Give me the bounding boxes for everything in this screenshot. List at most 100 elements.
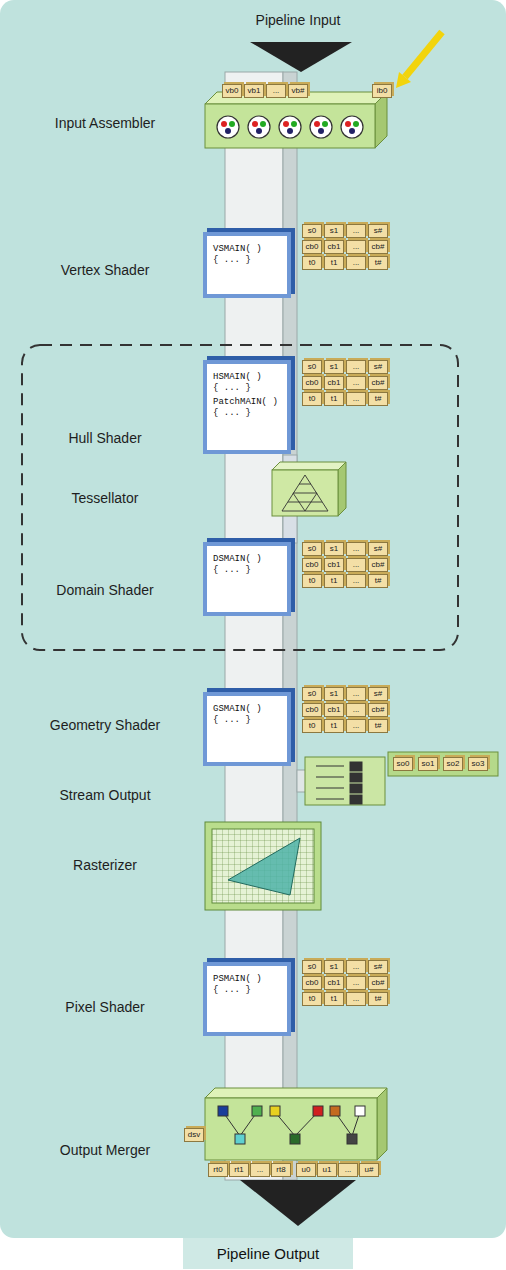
resource-slot: s# [368,542,388,556]
resource-slot: t0 [302,256,322,270]
slot-label: t0 [305,575,319,587]
resource-slot: cb# [368,976,388,990]
resource-slot: ... [346,392,366,406]
resource-slot: ib0 [372,84,392,98]
resource-slot: t# [368,256,388,270]
slot-label: ... [349,241,363,253]
shader-stage-box: GSMAIN( ) { ... } [203,692,291,766]
resource-slot: t# [368,719,388,733]
resource-slot: ... [250,1163,270,1177]
slot-label: s# [371,961,385,973]
resource-slot: t0 [302,992,322,1006]
resource-slot: cb# [368,376,388,390]
resource-slot: t1 [324,256,344,270]
output-arrow [240,1180,356,1226]
tess-top [272,462,346,470]
slot-label: s1 [327,688,341,700]
resource-slot: cb1 [324,703,344,717]
resource-slot: cb0 [302,376,322,390]
output-box: Pipeline Output [183,1238,353,1269]
ia-side [375,92,387,148]
resource-slot: s1 [324,224,344,238]
slot-label: cb0 [305,241,319,253]
slot-label: ... [349,704,363,716]
shader-code: GSMAIN( ) { ... } [213,704,264,726]
resource-slot: cb0 [302,976,322,990]
background-panel [0,0,506,1238]
resource-slot: s0 [302,542,322,556]
slot-label: cb1 [327,559,341,571]
slot-label: s# [371,361,385,373]
slot-label: s1 [327,361,341,373]
slot-label: so0 [396,758,410,770]
slot-label: so3 [471,758,485,770]
slot-label: s1 [327,543,341,555]
resource-slot: cb1 [324,976,344,990]
resource-slot: s# [368,687,388,701]
slot-label: s0 [305,361,319,373]
slot-label: t# [371,720,385,732]
slot-label: ... [349,225,363,237]
slot-label: so2 [446,758,460,770]
resource-slot: ... [346,360,366,374]
so-box [305,757,385,805]
shader-stage-box: VSMAIN( ) { ... } [203,232,291,298]
resource-slot: t1 [324,719,344,733]
slot-label: s1 [327,225,341,237]
slot-label: cb0 [305,977,319,989]
slot-label: cb# [371,704,385,716]
raster-grid-bg [212,829,314,903]
stage-label: Rasterizer [73,857,137,873]
so-arrows [316,762,362,804]
resource-slot: cb1 [324,376,344,390]
resource-slot: vb0 [222,84,242,98]
slot-label: s# [371,225,385,237]
slot-label: u1 [320,1164,334,1176]
slot-label: t1 [327,993,341,1005]
slot-label: t1 [327,393,341,405]
slot-label: cb1 [327,977,341,989]
resource-slot: rt0 [208,1163,228,1177]
slot-label: s1 [327,961,341,973]
slot-label: cb0 [305,704,319,716]
resource-slot: ... [346,224,366,238]
resource-slot: ... [346,960,366,974]
slot-label: cb# [371,241,385,253]
pointer-arrowhead [396,72,411,88]
input-arrow [250,42,352,72]
resource-slot: rt1 [229,1163,249,1177]
slot-label: cb1 [327,704,341,716]
slot-label: s0 [305,688,319,700]
resource-slot: rt8 [271,1163,291,1177]
resource-slot: cb0 [302,558,322,572]
resource-slot: ... [346,240,366,254]
shader-code: HSMAIN( ) { ... } [213,372,264,394]
om-side [377,1088,387,1160]
resource-slot: t1 [324,392,344,406]
stage-label: Hull Shader [68,430,141,446]
resource-slot: so2 [443,757,463,771]
stage-label: Stream Output [59,787,150,803]
pointer-arrow [405,32,442,77]
resource-slot: u0 [296,1163,316,1177]
shader-stage-box: HSMAIN( ) { ... }PatchMAIN( ) { ... } [203,360,291,454]
slot-label: t1 [327,720,341,732]
stage-label: Vertex Shader [61,262,150,278]
shader-code: PSMAIN( ) { ... } [213,974,264,996]
slot-label: ... [349,559,363,571]
tess-triangle [282,475,328,511]
slot-label: u0 [299,1164,313,1176]
resource-slot: so0 [393,757,413,771]
slot-label: ... [253,1164,267,1176]
slot-label: cb# [371,377,385,389]
stage-label: Geometry Shader [50,717,161,733]
om-front [205,1098,377,1160]
resource-slot: cb1 [324,558,344,572]
resource-slot: ... [266,84,286,98]
slot-label: ... [269,85,283,97]
resource-slot: s1 [324,687,344,701]
resource-slot: so3 [468,757,488,771]
resource-slot: ... [346,992,366,1006]
